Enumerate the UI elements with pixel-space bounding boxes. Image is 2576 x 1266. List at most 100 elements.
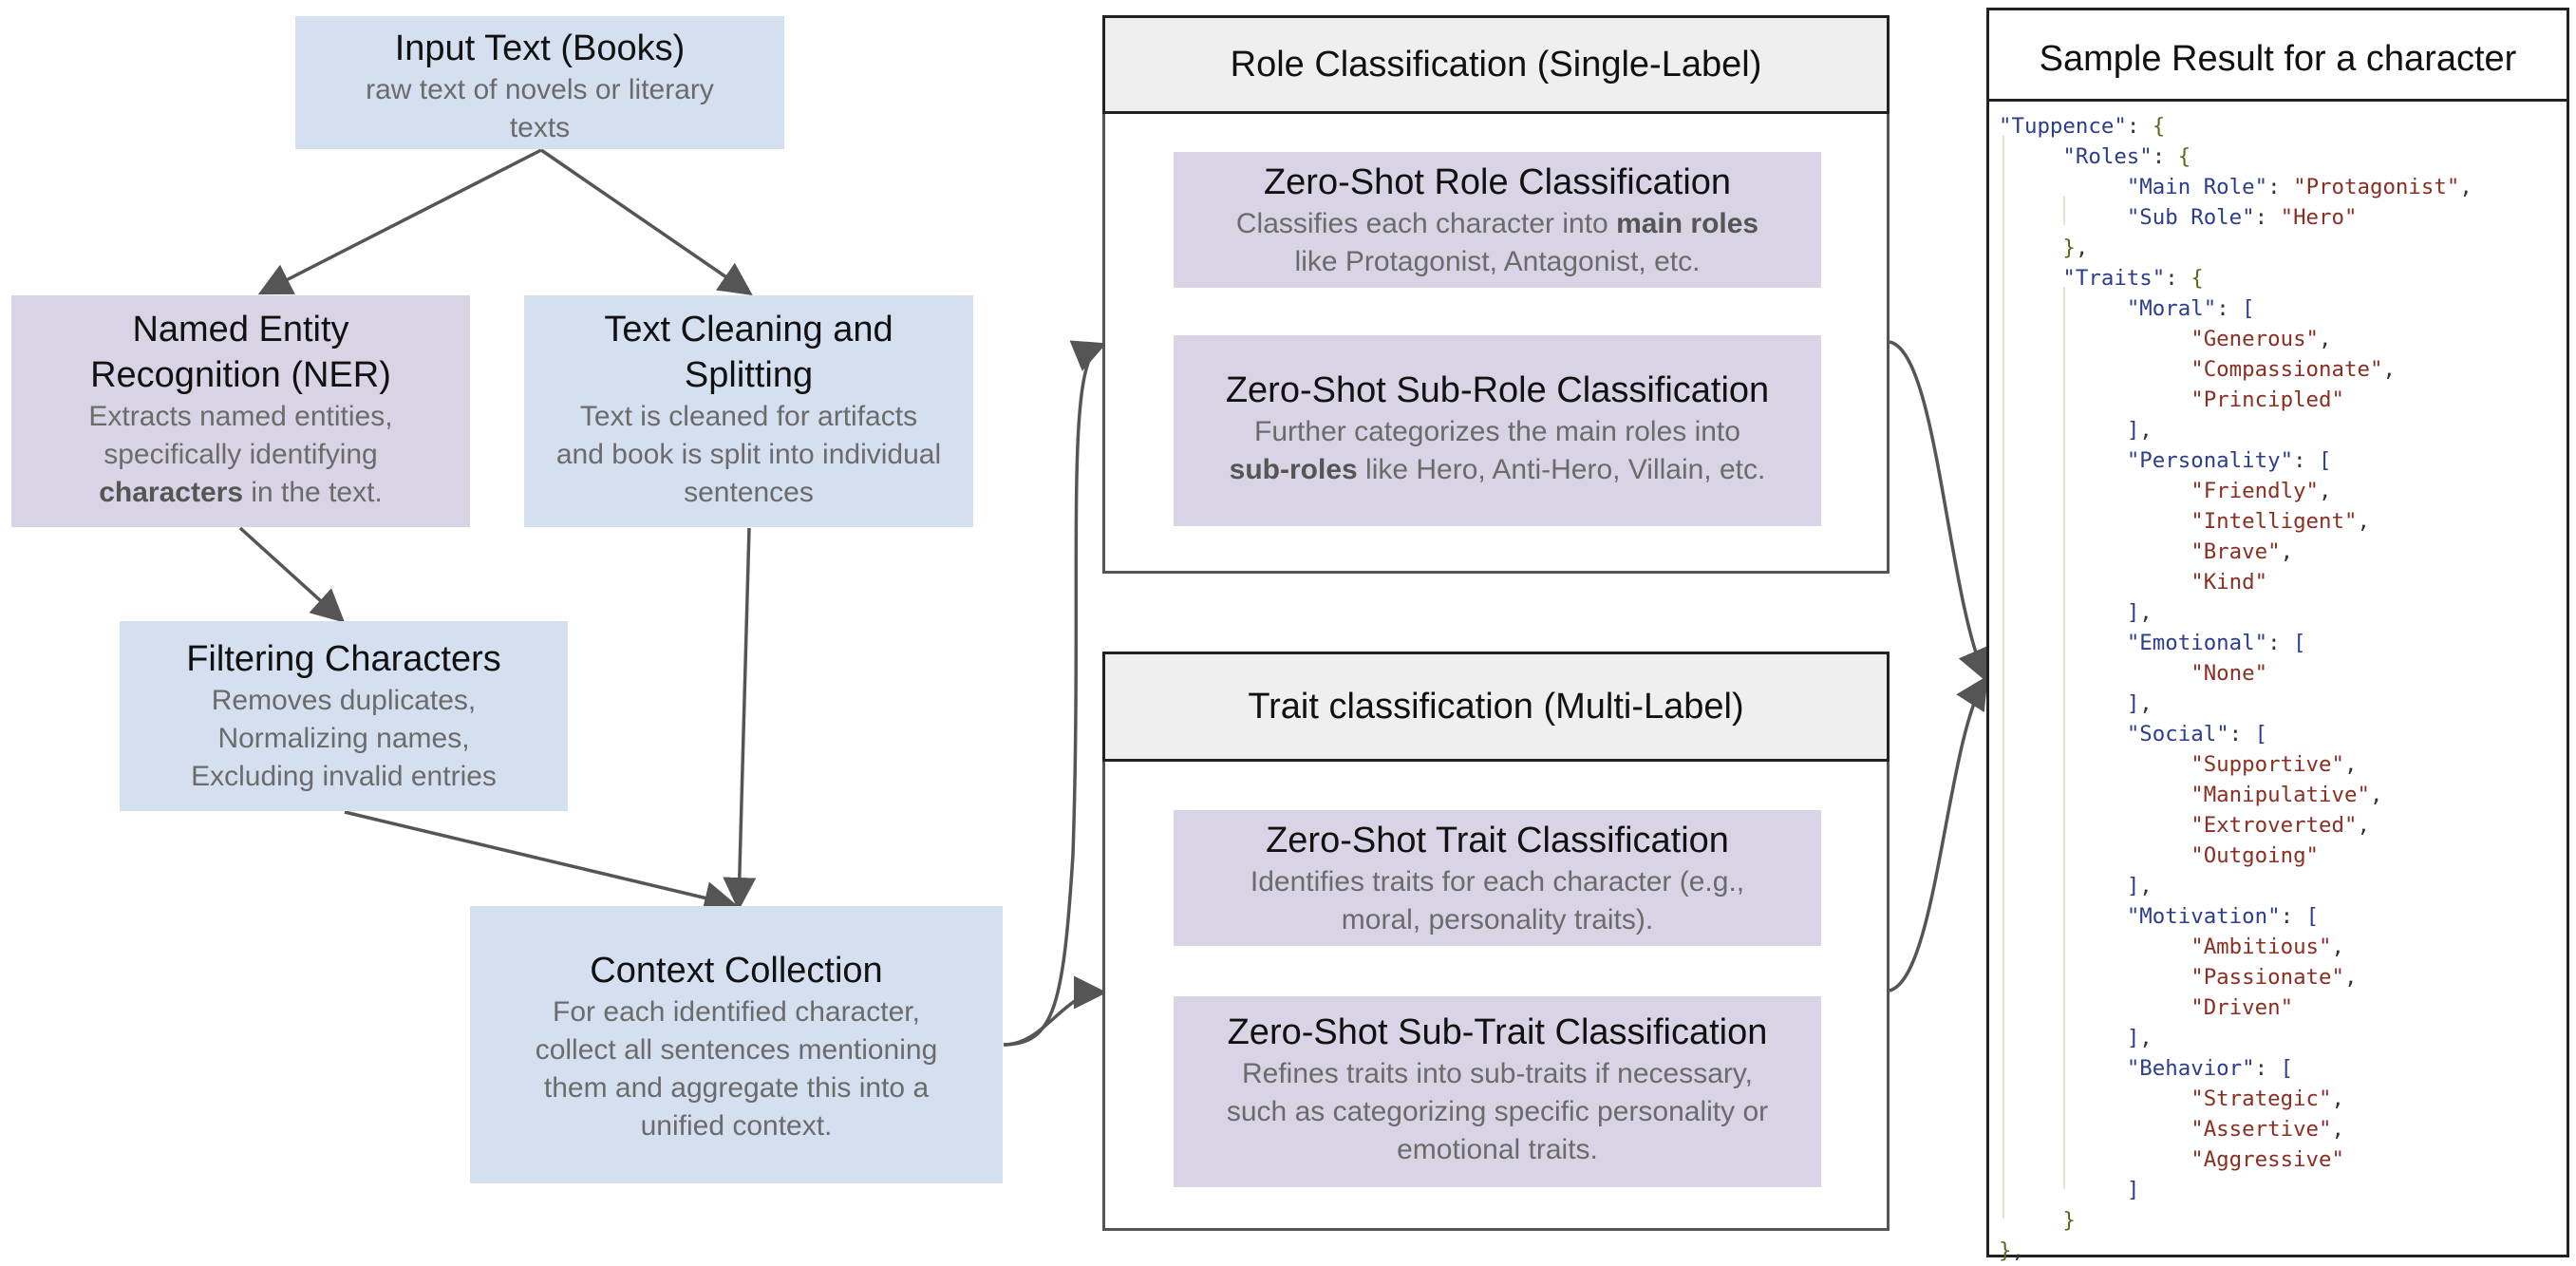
json-line: "Outgoing": [2191, 843, 2320, 868]
ner-node: Named Entity Recognition (NER) Extracts …: [11, 295, 470, 527]
sub-role-box-desc: Further categorizes the main roles into …: [1174, 413, 1821, 489]
context-title: Context Collection: [590, 951, 883, 991]
json-token: Assertive: [2203, 1117, 2320, 1142]
json-token: Supportive: [2203, 752, 2332, 777]
arrow-context-to-trait: [1003, 975, 1107, 1047]
role-desc-pre: Classifies each character into: [1235, 208, 1617, 239]
json-token: None: [2203, 661, 2255, 686]
context-node: Context Collection For each identified c…: [470, 906, 1003, 1183]
arrow-trait-to-sample: [1889, 675, 1988, 992]
json-line: "Motivation": [: [2126, 904, 2320, 929]
json-line: ],: [2126, 874, 2153, 898]
sub-trait-box: Zero-Shot Sub-Trait Classification Refin…: [1174, 996, 1821, 1187]
sub-role-desc-post: like Hero, Anti-Hero, Villain, etc.: [1357, 454, 1766, 485]
json-token: Brave: [2203, 539, 2268, 564]
arrow-filtering-to-context: [344, 810, 738, 915]
json-line: "Tuppence": {: [1999, 114, 2166, 139]
json-line: "Principled": [2191, 387, 2344, 412]
sub-trait-box-desc: Refines traits into sub-traits if necess…: [1226, 1058, 1769, 1165]
json-line: "Generous",: [2191, 327, 2332, 351]
json-line: "Personality": [: [2126, 448, 2332, 473]
context-desc: For each identified character, collect a…: [535, 996, 938, 1142]
json-line: "Sub Role": "Hero": [2126, 205, 2358, 230]
role-box-title: Zero-Shot Role Classification: [1263, 162, 1732, 202]
filtering-desc: Removes duplicates, Normalizing names, E…: [191, 685, 497, 792]
json-token: Protagonist: [2305, 175, 2447, 199]
indent-guide-1: [2003, 136, 2004, 1219]
filtering-title: Filtering Characters: [186, 639, 501, 679]
json-line: "Strategic",: [2191, 1086, 2344, 1111]
json-token: Passionate: [2203, 965, 2332, 990]
json-token: Main Role: [2139, 175, 2255, 199]
role-panel-header: Role Classification (Single-Label): [1102, 15, 1890, 114]
json-line: "Compassionate",: [2191, 357, 2396, 382]
role-desc-bold: main roles: [1616, 208, 1759, 239]
arrow-role-to-sample: [1889, 340, 1989, 683]
arrow-ner-to-filtering: [238, 526, 346, 623]
json-line: "Kind": [2191, 570, 2268, 595]
json-line: }: [2062, 1208, 2076, 1233]
json-line: "Passionate",: [2191, 965, 2358, 990]
json-line: "Moral": [: [2126, 296, 2255, 321]
json-line: ],: [2126, 1026, 2153, 1050]
arrow-cleaning-to-context: [723, 527, 757, 911]
json-line: ]: [2126, 1178, 2140, 1202]
json-line: "Traits": {: [2062, 266, 2204, 291]
sample-header: Sample Result for a character: [1986, 8, 2569, 108]
trait-panel-header: Trait classification (Multi-Label): [1102, 652, 1890, 762]
json-token: Driven: [2203, 995, 2281, 1020]
ner-desc-bold: characters: [99, 477, 244, 508]
json-line: "Intelligent",: [2191, 509, 2370, 534]
json-token: Extroverted: [2203, 813, 2344, 838]
json-token: Personality: [2139, 448, 2281, 473]
json-line: "Ambitious",: [2191, 935, 2344, 959]
json-token: Roles: [2075, 144, 2140, 169]
json-line: },: [1999, 1238, 2024, 1263]
cleaning-title: Text Cleaning and Splitting: [604, 310, 893, 395]
sub-role-desc-bold: sub-roles: [1229, 454, 1358, 485]
json-token: Compassionate: [2203, 357, 2370, 382]
role-box-desc: Classifies each character into main role…: [1174, 205, 1821, 281]
json-line: ],: [2126, 600, 2153, 625]
trait-box: Zero-Shot Trait Classification Identifie…: [1174, 810, 1821, 946]
json-line: "Supportive",: [2191, 752, 2358, 777]
json-line: "Roles": {: [2062, 144, 2191, 169]
json-line: ],: [2126, 418, 2153, 443]
json-token: Hero: [2293, 205, 2344, 230]
ner-desc: Extracts named entities, specifically id…: [11, 398, 470, 512]
ner-desc-pre: Extracts named entities, specifically id…: [88, 401, 393, 470]
json-token: Moral: [2139, 296, 2204, 321]
json-line: "Aggressive": [2191, 1147, 2344, 1172]
json-token: Emotional: [2139, 631, 2255, 655]
role-desc-post: like Protagonist, Antagonist, etc.: [1294, 246, 1701, 277]
json-token: Manipulative: [2203, 783, 2358, 807]
json-line: "Friendly",: [2191, 479, 2332, 503]
ner-desc-post: in the text.: [243, 477, 383, 508]
arrow-context-to-role: [1003, 340, 1107, 1047]
ner-title: Named Entity Recognition (NER): [90, 310, 391, 395]
json-line: "Social": [: [2126, 722, 2268, 746]
json-token: Outgoing: [2203, 843, 2306, 868]
sub-role-box-title: Zero-Shot Sub-Role Classification: [1225, 370, 1770, 410]
json-token: Kind: [2203, 570, 2255, 595]
sample-result-panel: "Tuppence": { "Roles": { "Main Role": "P…: [1986, 99, 2569, 1263]
role-box: Zero-Shot Role Classification Classifies…: [1174, 152, 1821, 288]
sample-json-code: "Tuppence": { "Roles": { "Main Role": "P…: [1999, 111, 2473, 1266]
trait-box-title: Zero-Shot Trait Classification: [1266, 821, 1729, 860]
json-token: Strategic: [2203, 1086, 2320, 1111]
json-line: ],: [2126, 691, 2153, 716]
json-line: "Extroverted",: [2191, 813, 2370, 838]
indent-guide-2: [2063, 197, 2065, 225]
json-token: Friendly: [2203, 479, 2306, 503]
json-token: Motivation: [2139, 904, 2268, 929]
sub-role-desc-pre: Further categorizes the main roles into: [1254, 416, 1740, 447]
json-token: Generous: [2203, 327, 2306, 351]
json-line: "Assertive",: [2191, 1117, 2344, 1142]
input-text-title: Input Text (Books): [394, 28, 686, 68]
json-token: Ambitious: [2203, 935, 2320, 959]
trait-classification-panel: Trait classification (Multi-Label) Zero-…: [1102, 652, 1890, 1231]
cleaning-desc: Text is cleaned for artifacts and book i…: [555, 401, 942, 508]
json-line: "Behavior": [: [2126, 1056, 2294, 1081]
sub-trait-box-title: Zero-Shot Sub-Trait Classification: [1227, 1012, 1768, 1052]
